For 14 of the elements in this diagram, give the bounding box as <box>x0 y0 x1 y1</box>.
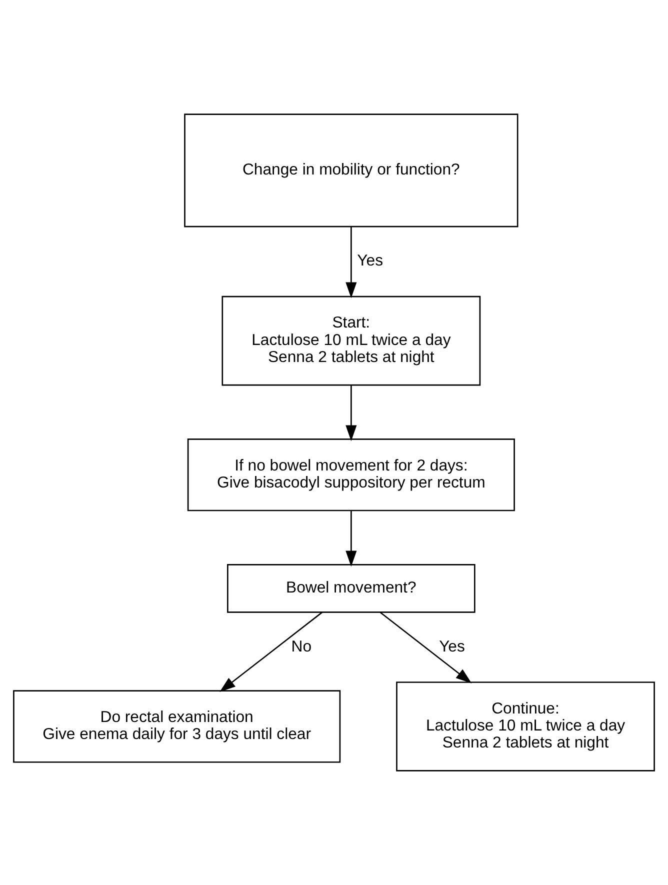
node-box: If no bowel movement for 2 days: Give bisacodyl suppository per rectum <box>187 438 515 512</box>
arrow <box>346 385 357 442</box>
edge-label: Yes <box>439 638 465 656</box>
node-box: Start: Lactulose 10 mL twice a day Senna 2 tablets at night <box>222 296 481 386</box>
arrow <box>346 226 357 298</box>
arrow <box>346 510 357 567</box>
arrow <box>220 612 322 692</box>
arrow <box>380 612 472 684</box>
node-box: Change in mobility or function? <box>184 114 518 228</box>
edge-label: Yes <box>357 252 384 270</box>
node-box: Do rectal examination Give enema daily for 3 days until clear <box>13 690 341 763</box>
node-box: Bowel movement? <box>227 564 476 613</box>
edge-label: No <box>291 638 312 656</box>
node-box: Continue: Lactulose 10 mL twice a day Senna 2 tablets at night <box>396 682 655 772</box>
